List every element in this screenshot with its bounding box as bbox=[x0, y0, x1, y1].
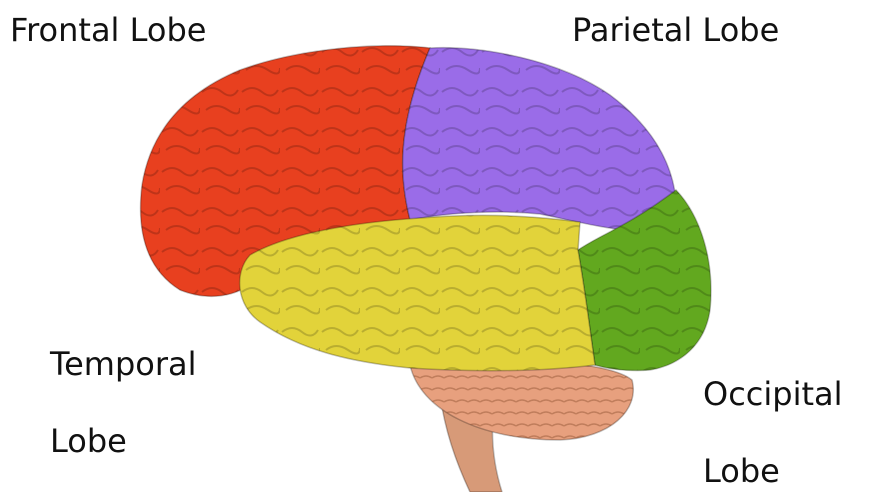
occipital-lobe-label-line1: Occipital bbox=[703, 378, 843, 410]
temporal-lobe-label-line1: Temporal bbox=[50, 348, 197, 380]
temporal-lobe-label-line2: Lobe bbox=[50, 425, 127, 457]
temporal-lobe-texture bbox=[240, 215, 595, 370]
frontal-lobe-label: Frontal Lobe bbox=[10, 14, 206, 46]
cerebellum-texture bbox=[410, 360, 633, 440]
parietal-lobe-label: Parietal Lobe bbox=[572, 14, 779, 46]
parietal-lobe-texture bbox=[403, 48, 676, 232]
occipital-lobe-label-line2: Lobe bbox=[703, 455, 780, 487]
